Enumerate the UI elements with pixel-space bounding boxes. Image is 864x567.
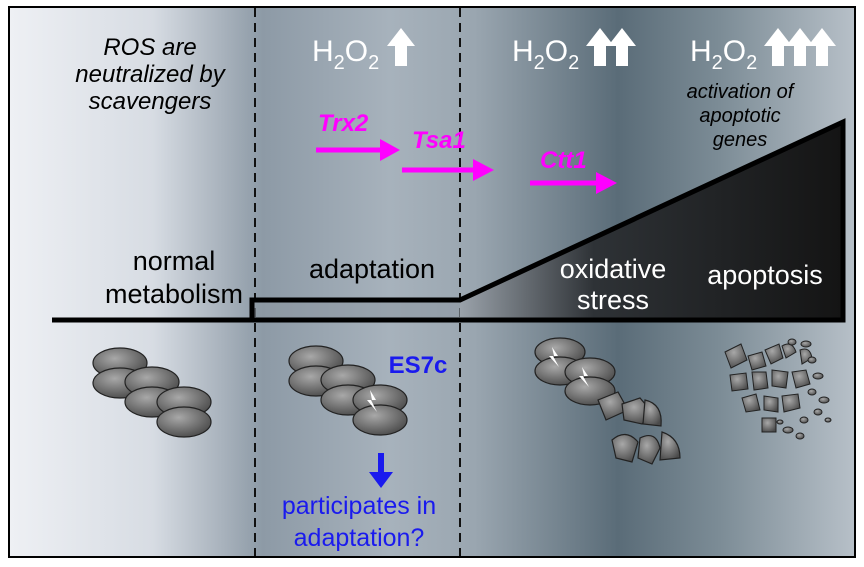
cell-fragment-icon: [781, 343, 797, 359]
debris-dot: [807, 388, 817, 396]
cell-fragment-icon: [781, 393, 801, 413]
apoptosis-label: apoptosis: [707, 260, 823, 290]
damage-spark-icon: [549, 347, 559, 367]
arrow-right-icon: [473, 159, 494, 181]
debris-dot: [813, 408, 823, 416]
cell-fragment-icon: [611, 433, 639, 463]
cell-fragment-icon: [637, 435, 661, 465]
adaptation-label: adaptation: [309, 254, 435, 284]
stress-wedge: [460, 122, 843, 320]
ros-note-line-1: ROS are: [103, 34, 196, 61]
stress-label-line-2: stress: [577, 285, 649, 315]
debris-dot: [795, 432, 805, 440]
cell-icon: [156, 386, 212, 438]
cell-fragment-icon: [747, 351, 767, 371]
cell-fragment-icon: [729, 372, 749, 392]
debris-dot: [776, 419, 784, 425]
stress-label-line-1: oxidative: [560, 254, 667, 284]
debris-dot: [812, 372, 824, 380]
arrow-up-icon: [786, 28, 814, 66]
svg-text:H2O2: H2O2: [512, 35, 579, 74]
debris-dot: [787, 338, 797, 346]
debris-dot: [818, 396, 830, 404]
cell-chain-adaptation: [288, 345, 408, 436]
cell-fragment-icon: [764, 343, 784, 365]
ros-note-line-2: neutralized by: [75, 61, 226, 88]
debris-dot: [799, 416, 809, 424]
level-line: [52, 118, 846, 323]
svg-text:Ctt1: Ctt1: [540, 147, 587, 174]
adaptation-step: [252, 300, 460, 320]
cell-fragment-icon: [741, 393, 761, 413]
cell-fragment-icon: [751, 371, 769, 391]
cell-chain-stress: [534, 337, 681, 465]
ros-note-line-3: scavengers: [89, 88, 212, 115]
protein-es7c: ES7c: [389, 352, 448, 379]
question-line-2: adaptation?: [294, 524, 425, 552]
arrow-up-icon: [387, 28, 415, 66]
cell-chain-normal: [92, 347, 212, 438]
damage-spark-icon: [579, 367, 589, 387]
cell-fragment-icon: [724, 343, 748, 369]
h2o2-level-2: H2O2: [512, 28, 636, 74]
damage-spark-icon: [367, 390, 377, 412]
cell-fragment-icon: [763, 395, 779, 413]
arrow-up-icon: [586, 28, 614, 66]
svg-text:H2O2: H2O2: [312, 35, 379, 74]
svg-text:Tsa1: Tsa1: [412, 127, 466, 154]
debris-dot: [824, 417, 832, 423]
apoptosis-note-line-1: activation of: [687, 81, 796, 103]
cell-fragment-icon: [791, 369, 811, 389]
arrow-up-icon: [808, 28, 836, 66]
enzyme-ctt1: Ctt1: [530, 147, 617, 194]
normal-label-line-2: metabolism: [105, 279, 243, 309]
h2o2-level-3: H2O2: [690, 28, 836, 74]
arrow-up-icon: [608, 28, 636, 66]
enzyme-tsa1: Tsa1: [402, 127, 494, 181]
h2o2-level-1: H2O2: [312, 28, 415, 74]
question-line-1: participates in: [282, 492, 436, 520]
debris-dot: [800, 340, 812, 348]
cell-fragment-icon: [659, 431, 681, 461]
svg-text:H2O2: H2O2: [690, 35, 757, 74]
cell-debris-apoptosis: [724, 338, 832, 440]
cell-fragment-icon: [642, 399, 662, 427]
arrow-right-icon: [380, 139, 400, 161]
cell-fragment-icon: [771, 369, 789, 389]
cell-icon: [352, 384, 408, 436]
debris-dot: [782, 426, 794, 434]
debris-dot: [807, 356, 817, 364]
enzyme-trx2: Trx2: [316, 110, 400, 161]
apoptosis-note-line-2: apoptotic: [699, 105, 780, 127]
arrow-up-icon: [764, 28, 792, 66]
svg-text:Trx2: Trx2: [318, 110, 369, 137]
cell-fragment-icon: [761, 417, 777, 433]
normal-label-line-1: normal: [133, 246, 216, 276]
arrow-right-icon: [596, 172, 617, 194]
arrow-down-icon: [369, 453, 393, 488]
apoptosis-note-line-3: genes: [713, 129, 768, 151]
